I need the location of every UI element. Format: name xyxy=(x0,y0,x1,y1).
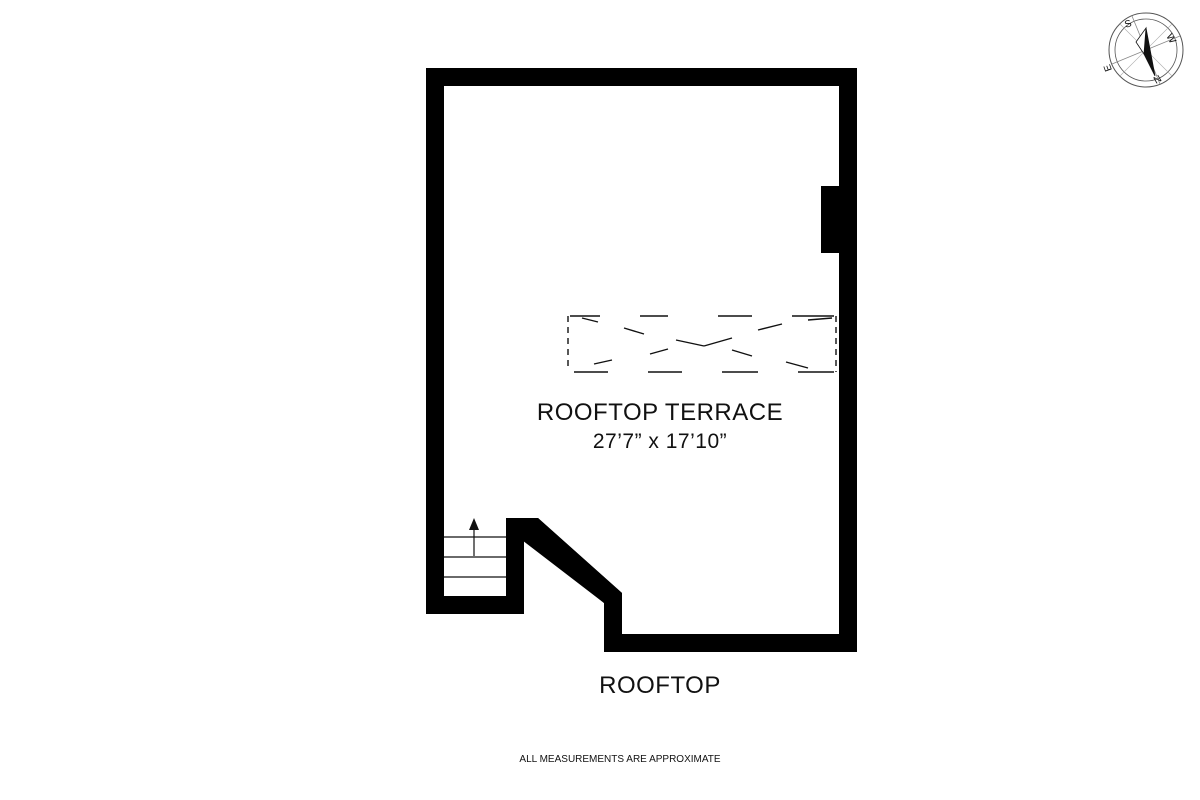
terrace-walls xyxy=(426,68,857,652)
level-label: ROOFTOP xyxy=(599,672,721,699)
stair-up-arrow-icon xyxy=(469,518,479,556)
skylight-outline xyxy=(567,315,837,373)
compass-letter-e: E xyxy=(1102,62,1115,72)
compass-rose-icon: S W E N xyxy=(1102,12,1184,88)
room-dimensions: 27’7” x 17’10” xyxy=(593,430,727,453)
compass-letter-s: S xyxy=(1123,18,1133,31)
compass-letter-n: N xyxy=(1152,73,1164,86)
stairs xyxy=(444,536,506,578)
wall-opening-block xyxy=(821,186,843,253)
room-name: ROOFTOP TERRACE xyxy=(537,399,783,426)
compass-letter-w: W xyxy=(1163,32,1178,46)
disclaimer-text: ALL MEASUREMENTS ARE APPROXIMATE xyxy=(519,754,720,765)
notch-wall xyxy=(506,518,622,652)
